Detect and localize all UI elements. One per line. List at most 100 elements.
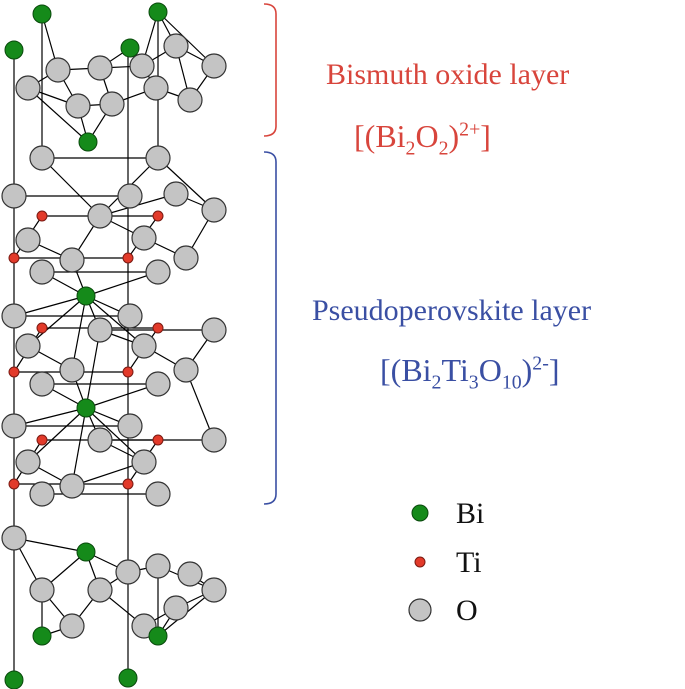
o-atom <box>59 473 85 499</box>
o-atom <box>15 449 41 475</box>
formula-part: Ti <box>441 352 469 388</box>
bi-atom-icon <box>411 504 429 522</box>
o-atom <box>1 525 27 551</box>
o-atom <box>15 227 41 253</box>
bond-line <box>71 407 87 487</box>
o-atom <box>117 303 143 329</box>
ti-atom <box>36 434 48 446</box>
bismuth-oxide-title: Bismuth oxide layer <box>326 58 570 91</box>
o-atom <box>131 225 157 251</box>
bond-line <box>27 295 87 347</box>
ti-atom <box>122 366 134 378</box>
o-atom <box>87 317 113 343</box>
o-atom-icon <box>408 598 432 622</box>
o-atom <box>143 75 169 101</box>
o-atom <box>29 371 55 397</box>
formula-part: O <box>478 352 502 388</box>
o-atom <box>15 333 41 359</box>
o-atom <box>201 427 227 453</box>
o-atom <box>145 259 171 285</box>
o-atom <box>131 333 157 359</box>
pseudoperovskite-title: Pseudoperovskite layer <box>312 294 592 327</box>
formula-part: O <box>415 118 439 154</box>
bond-line <box>85 329 101 409</box>
o-atom <box>201 197 227 223</box>
bond-line <box>27 407 87 463</box>
bismuth-oxide-formula: [(Bi2O2)2+] <box>354 118 491 158</box>
o-atom <box>15 75 41 101</box>
formula-subscript: 10 <box>501 371 522 394</box>
bi-atom <box>76 286 96 306</box>
o-atom <box>59 247 85 273</box>
o-atom <box>117 183 143 209</box>
o-atom <box>145 145 171 171</box>
bond-line <box>85 271 159 297</box>
bi-atom <box>78 132 98 152</box>
o-atom <box>131 449 157 475</box>
pseudoperovskite-bracket <box>263 151 277 505</box>
bi-atom <box>32 626 52 646</box>
o-atom <box>201 577 227 603</box>
o-atom <box>29 259 55 285</box>
bi-atom <box>32 4 52 24</box>
o-atom <box>177 561 203 587</box>
bond-line <box>85 383 159 409</box>
ti-atom <box>8 478 20 490</box>
o-atom <box>99 91 125 117</box>
bond-line <box>71 461 145 487</box>
o-atom <box>1 413 27 439</box>
o-atom <box>129 53 155 79</box>
formula-part: [(Bi <box>380 352 432 388</box>
ti-atom <box>8 252 20 264</box>
formula-part: ) <box>448 118 460 154</box>
o-atom <box>29 481 55 507</box>
o-atom <box>173 357 199 383</box>
ti-atom <box>122 252 134 264</box>
bi-atom <box>148 2 168 22</box>
legend-label-bi: Bi <box>456 497 485 530</box>
o-atom <box>29 577 55 603</box>
formula-part: ) <box>521 352 533 388</box>
legend-label-ti: Ti <box>456 546 482 579</box>
bi-atom <box>4 40 24 60</box>
ti-atom <box>152 322 164 334</box>
formula-part: ] <box>548 352 560 388</box>
o-atom <box>87 577 113 603</box>
formula-subscript: 2 <box>438 137 449 160</box>
bi-atom <box>4 670 24 689</box>
o-atom <box>173 245 199 271</box>
o-atom <box>1 303 27 329</box>
legend-label-o: O <box>456 594 478 627</box>
ti-atom <box>36 210 48 222</box>
o-atom <box>201 53 227 79</box>
formula-part: ] <box>480 118 491 154</box>
bismuth-oxide-bracket <box>263 3 277 137</box>
bond-line <box>41 157 101 217</box>
bond-line <box>157 157 215 211</box>
ti-atom <box>152 434 164 446</box>
o-atom <box>87 427 113 453</box>
bond-line <box>85 295 145 347</box>
formula-charge: 2+ <box>459 118 481 141</box>
formula-subscript: 3 <box>468 371 479 394</box>
ti-atom <box>36 322 48 334</box>
o-atom <box>145 481 171 507</box>
o-atom <box>87 203 113 229</box>
o-atom <box>145 553 171 579</box>
bi-atom <box>118 668 138 688</box>
o-atom <box>87 55 113 81</box>
o-atom <box>59 357 85 383</box>
formula-part: [(Bi <box>354 118 406 154</box>
o-atom <box>163 33 189 59</box>
ti-atom-icon <box>414 556 426 568</box>
bi-atom <box>120 38 140 58</box>
o-atom <box>45 57 71 83</box>
o-atom <box>177 87 203 113</box>
atoms <box>1 2 227 689</box>
o-atom <box>65 93 91 119</box>
o-atom <box>163 595 189 621</box>
ti-atom <box>8 366 20 378</box>
bond-line <box>27 87 89 143</box>
formula-subscript: 2 <box>405 137 416 160</box>
